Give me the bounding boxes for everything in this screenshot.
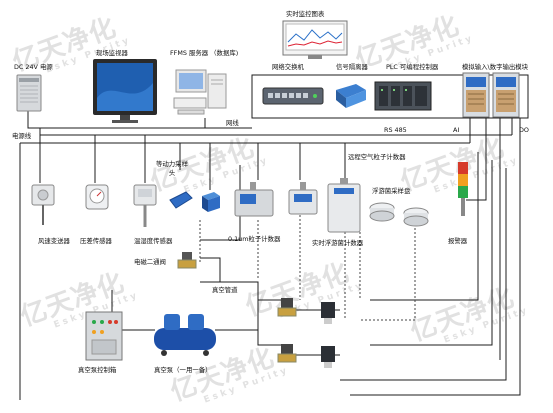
label-vacuum-pump: 真空泵（一用一备） [154, 366, 212, 374]
valve-icon [277, 298, 297, 317]
label-solenoid-valve: 电磁二通阀 [134, 258, 166, 266]
particle-counter-icon [202, 192, 220, 212]
valve-icon [321, 302, 335, 324]
chart-screen-icon [282, 20, 348, 59]
label-vacuum-pipe: 真空管道 [212, 286, 238, 294]
valve-icon [177, 252, 197, 269]
label-network-cable: 网线 [226, 119, 239, 127]
isolator-icon [336, 84, 366, 108]
particle-counter-icon [234, 182, 274, 217]
io-module-icon [462, 72, 490, 118]
plc-icon [374, 81, 432, 111]
valve-icon [321, 346, 335, 368]
label-plc: PLC 可编程控制器 [386, 63, 439, 71]
label-isokinetic-head: 等动力采样头 [156, 160, 188, 177]
label-site-monitor: 现场监视器 [96, 49, 128, 57]
sensor-icon [85, 184, 109, 210]
label-vacuum-cabinet: 真空泵控制箱 [78, 366, 117, 374]
label-velocity-transmitter: 风速变送器 [38, 237, 70, 245]
label-particle-counter: 0.1um粒子计数器 [228, 235, 281, 243]
label-plankton-counter: 实时浮游菌计数器 [312, 239, 364, 247]
label-temp-humidity: 温湿度传感器 [134, 237, 173, 245]
dc-power-icon [16, 74, 42, 112]
sensor-icon [133, 184, 157, 227]
server-icon [173, 69, 227, 115]
switch-icon [262, 87, 324, 105]
cabinet-icon [85, 311, 123, 361]
alarm-icon [458, 162, 468, 216]
label-io-module: 模拟输入\数字输出模块 [462, 63, 529, 71]
sensor-icon [369, 202, 395, 222]
sensor-icon [169, 191, 193, 209]
particle-counter-icon [327, 178, 361, 233]
sensor-icon [31, 184, 55, 225]
io-module-icon [492, 72, 520, 118]
label-dc-power: DC 24V 电源 [14, 63, 53, 71]
label-plankton-sampler: 浮游菌采样盘 [372, 187, 411, 195]
label-alarm: 报警器 [448, 237, 468, 245]
label-realtime-chart: 实时监控图表 [286, 10, 325, 18]
monitor-icon [93, 59, 157, 123]
particle-counter-icon [288, 182, 318, 215]
label-ai: AI [453, 126, 460, 134]
label-do: DO [519, 126, 529, 134]
sensor-icon [403, 207, 429, 227]
label-signal-isolator: 信号隔离器 [336, 63, 368, 71]
label-network-switch: 网络交换机 [272, 63, 304, 71]
label-remote-counter: 远程空气粒子计数器 [348, 153, 406, 161]
pump-icon [154, 314, 216, 356]
label-rs485: RS 485 [384, 126, 407, 134]
valve-icon [277, 344, 297, 363]
label-ffms-server: FFMS 服务器 （数据库) [170, 49, 239, 57]
label-pressure-sensor: 压差传感器 [80, 237, 112, 245]
label-power-line: 电源线 [12, 132, 32, 140]
